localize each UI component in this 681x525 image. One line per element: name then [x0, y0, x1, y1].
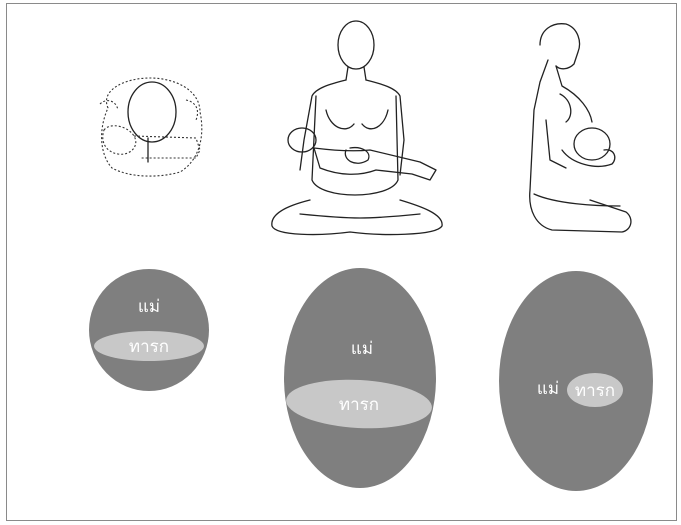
baby-label-2: ทารก — [339, 395, 379, 415]
illustration-top-view — [100, 78, 202, 176]
mother-ellipse-2 — [284, 268, 436, 488]
baby-label-3: ทารก — [575, 381, 615, 401]
mother-label-1: แม่ — [138, 297, 160, 317]
illustration-side-view — [530, 24, 631, 232]
baby-label-1: ทารก — [129, 337, 169, 357]
mother-label-2: แม่ — [351, 339, 373, 359]
mother-ellipse-1 — [89, 269, 209, 391]
mother-label-3: แม่ — [537, 379, 559, 399]
illustration-front-view — [272, 21, 442, 234]
